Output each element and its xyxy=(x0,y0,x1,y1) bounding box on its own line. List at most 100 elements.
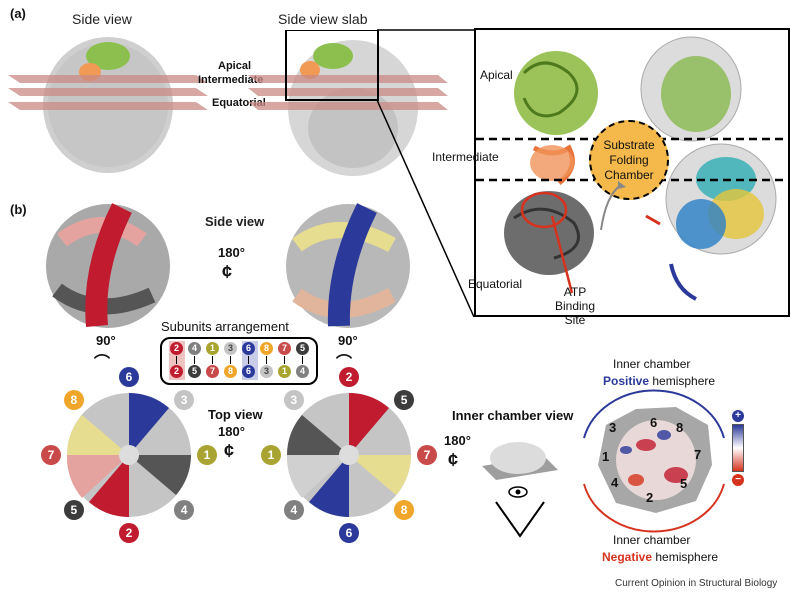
ring-subunit-number: 2 xyxy=(339,367,359,387)
subunit-link xyxy=(176,356,177,364)
subunit-chip: 4 xyxy=(188,342,201,355)
negative-rest: hemisphere xyxy=(652,550,719,564)
side-view-red-complex xyxy=(46,203,170,328)
negative-hemisphere-line2: Negative hemisphere xyxy=(602,550,718,564)
ring-subunit-number: 1 xyxy=(261,445,281,465)
footer-credit: Current Opinion in Structural Biology xyxy=(615,578,778,589)
rotation-90-left-icon: ⌒ xyxy=(94,355,111,372)
rotation-90-right: 90° xyxy=(338,333,358,348)
hemisphere-arcs xyxy=(583,389,725,533)
inner-chamber-view-label: Inner chamber view xyxy=(452,408,574,423)
subunit-chip: 3 xyxy=(260,365,273,378)
subunit-link xyxy=(248,356,249,364)
subunit-chip: 6 xyxy=(242,342,255,355)
domain-label-equatorial: Equatorial xyxy=(468,277,523,291)
folding-chamber-circle xyxy=(589,120,669,200)
ring-subunit-number: 1 xyxy=(197,445,217,465)
ring-subunit-number: 3 xyxy=(174,389,195,410)
side-view-complex xyxy=(8,37,208,173)
top-view-axis-icon: ¢ xyxy=(224,441,235,461)
ring-subunit-number: 7 xyxy=(417,445,437,465)
ring-subunit-number: 2 xyxy=(119,523,139,543)
subunit-link xyxy=(266,356,267,364)
positive-word: Positive xyxy=(603,374,650,388)
subunit-link xyxy=(302,356,303,364)
ring-subunit-number: 5 xyxy=(63,500,84,521)
chamber-arrows xyxy=(600,181,626,231)
ring-subunit-number: 8 xyxy=(394,500,415,521)
top-view-right-ring xyxy=(286,393,411,517)
map-subunit-number: 1 xyxy=(602,449,610,464)
subunit-chip: 5 xyxy=(188,365,201,378)
ring-subunit-number: 8 xyxy=(63,389,84,410)
map-subunit-number: 6 xyxy=(650,415,658,430)
negative-word: Negative xyxy=(602,550,653,564)
subunits-box xyxy=(160,337,318,385)
panel-b-label: (b) xyxy=(10,202,27,217)
subunit-link xyxy=(230,356,231,364)
subunit-link xyxy=(284,356,285,364)
zoom-connector-lines xyxy=(376,29,475,318)
subunit-surface-structure xyxy=(640,36,777,301)
subunits-title: Subunits arrangement xyxy=(161,319,289,334)
electrostatic-surface-map xyxy=(598,407,712,513)
subunit-chip: 8 xyxy=(224,365,237,378)
subunit-chip: 3 xyxy=(224,342,237,355)
negative-hemisphere-line1: Inner chamber xyxy=(613,533,691,547)
plane-label-apical: Apical xyxy=(218,60,252,72)
positive-hemisphere-line2: Positive hemisphere xyxy=(603,374,715,388)
top-view-angle: 180° xyxy=(218,424,245,439)
subunit-chip: 2 xyxy=(170,342,183,355)
ring-subunit-number: 6 xyxy=(339,523,359,543)
panel-a-label: (a) xyxy=(10,6,26,21)
scale-plus-circle: + xyxy=(732,410,744,422)
side-view-slab-complex xyxy=(248,30,448,176)
plane-label-intermediate: Intermediate xyxy=(198,74,264,86)
scale-minus-circle: − xyxy=(732,474,744,486)
subunit-chip: 7 xyxy=(206,365,219,378)
atp-binding-site-label: ATP Binding Site xyxy=(554,285,596,327)
subunit-chip: 6 xyxy=(242,365,255,378)
ring-subunit-number: 4 xyxy=(174,500,195,521)
subunit-ribbon-structure xyxy=(504,51,598,294)
subunit-chip: 2 xyxy=(170,365,183,378)
subunit-chip: 8 xyxy=(260,342,273,355)
side-view-rotation: 180° xyxy=(218,245,245,260)
ring-subunit-number: 5 xyxy=(394,389,415,410)
side-view-axis-icon: ¢ xyxy=(222,262,233,282)
map-subunit-number: 2 xyxy=(646,490,654,505)
positive-rest: hemisphere xyxy=(649,374,716,388)
side-view-slab-title: Side view slab xyxy=(278,11,368,27)
map-subunit-number: 5 xyxy=(680,476,688,491)
top-view-label: Top view xyxy=(208,407,263,422)
side-view-title: Side view xyxy=(72,11,132,27)
positive-hemisphere-line1: Inner chamber xyxy=(613,357,691,371)
domain-label-apical: Apical xyxy=(480,68,513,82)
top-view-left-ring xyxy=(66,393,191,517)
map-subunit-number: 4 xyxy=(611,475,619,490)
ring-subunit-number: 7 xyxy=(41,445,61,465)
domain-label-intermediate: Intermediate xyxy=(432,150,499,164)
inner-chamber-angle: 180° xyxy=(444,433,471,448)
domain-axis-line xyxy=(474,58,475,286)
ring-subunit-number: 3 xyxy=(283,389,304,410)
subunit-link xyxy=(194,356,195,364)
folding-chamber-label: Substrate Folding Chamber xyxy=(603,138,655,182)
ring-subunit-number: 6 xyxy=(119,367,139,387)
map-subunit-number: 7 xyxy=(694,447,702,462)
map-subunit-number: 8 xyxy=(676,420,684,435)
plane-label-equatorial: Equatorial xyxy=(212,97,266,109)
subunit-chip: 5 xyxy=(296,342,309,355)
subunit-chip: 1 xyxy=(278,365,291,378)
subunit-chip: 4 xyxy=(296,365,309,378)
ring-subunit-number: 4 xyxy=(283,500,304,521)
zoom-box: Substrate Folding Chamber xyxy=(474,28,790,317)
side-view-blue-complex xyxy=(286,203,410,328)
subunit-chip: 7 xyxy=(278,342,291,355)
inner-chamber-axis-icon: ¢ xyxy=(448,450,459,470)
scale-bar xyxy=(732,424,744,472)
side-view-label: Side view xyxy=(205,214,265,229)
subunit-link xyxy=(212,356,213,364)
rotation-90-left: 90° xyxy=(96,333,116,348)
map-subunit-number: 3 xyxy=(609,420,617,435)
